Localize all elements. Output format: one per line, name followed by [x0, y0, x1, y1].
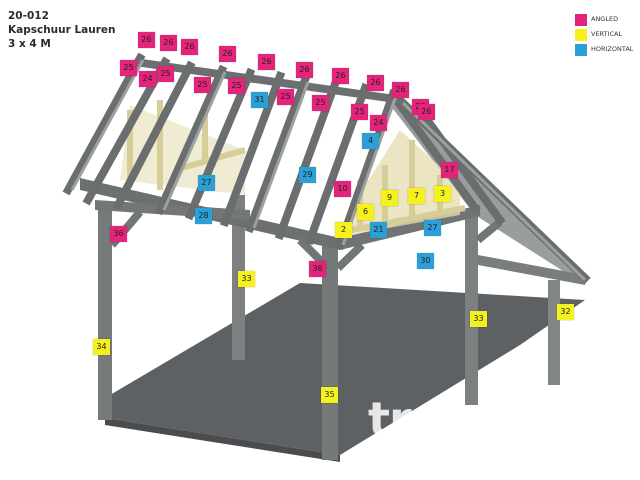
part-tag: 3 [434, 186, 451, 202]
part-tag: 26 [219, 46, 236, 62]
part-tag: 21 [370, 222, 387, 238]
part-tag: 26 [332, 68, 349, 84]
part-tag: 24 [370, 115, 387, 131]
part-tag: 25 [157, 66, 174, 82]
watermark-logo: troo [368, 392, 473, 446]
post-front-center [322, 245, 338, 460]
floor-slab [105, 283, 585, 455]
part-tag: 27 [198, 175, 215, 191]
legend-label: HORIZONTAL [591, 45, 634, 53]
part-tag: 26 [181, 39, 198, 55]
part-tag: 25 [120, 60, 137, 76]
part-tag: 33 [238, 271, 255, 287]
part-tag: 25 [194, 77, 211, 93]
part-tag: 9 [381, 190, 398, 206]
post-back-right [548, 280, 560, 385]
part-tag: 29 [299, 167, 316, 183]
part-tag: 26 [258, 54, 275, 70]
part-tag: 26 [160, 35, 177, 51]
part-tag: 25 [277, 89, 294, 105]
legend-swatch [575, 29, 587, 41]
part-tag: 36 [309, 261, 326, 277]
part-tag: 31 [251, 92, 268, 108]
part-tag: 30 [417, 253, 434, 269]
drawing-size: 3 x 4 M [8, 38, 51, 50]
part-tag: 28 [195, 208, 212, 224]
knee-brace-right [475, 218, 503, 244]
part-tag: 32 [557, 304, 574, 320]
part-tag: 6 [357, 204, 374, 220]
rafter-highlights [70, 59, 587, 282]
part-tag: 26 [138, 32, 155, 48]
part-tag: 26 [392, 82, 409, 98]
part-tag: 25 [351, 104, 368, 120]
legend-label: VERTICAL [591, 30, 623, 38]
part-tag: 35 [321, 387, 338, 403]
part-tag: 17 [441, 162, 458, 178]
part-tag: 7 [408, 188, 425, 204]
part-tag: 26 [296, 62, 313, 78]
part-tag: 33 [470, 311, 487, 327]
part-tag: 27 [424, 220, 441, 236]
part-tag: 26 [367, 75, 384, 91]
drawing-name: Kapschuur Lauren [8, 24, 116, 36]
part-tag: 25 [228, 78, 245, 94]
legend-label: ANGLED [591, 15, 619, 23]
part-tag: 34 [93, 339, 110, 355]
part-tag: 25 [312, 95, 329, 111]
post-front-left [98, 205, 112, 420]
part-tag: 2 [335, 222, 352, 238]
post-mid-right [465, 215, 478, 405]
legend-swatch [575, 14, 587, 26]
floor-edge [105, 418, 340, 462]
drawing-code: 20-012 [8, 10, 49, 22]
legend-swatch [575, 44, 587, 56]
part-tag: 24 [139, 71, 156, 87]
part-tag: 36 [110, 226, 127, 242]
side-beam-right [478, 255, 585, 285]
gable-infill-right [350, 130, 460, 235]
knee-brace-center-right [335, 242, 365, 271]
part-tag: 4 [362, 133, 379, 149]
part-tag: 26 [418, 104, 435, 120]
part-tag: 10 [334, 181, 351, 197]
